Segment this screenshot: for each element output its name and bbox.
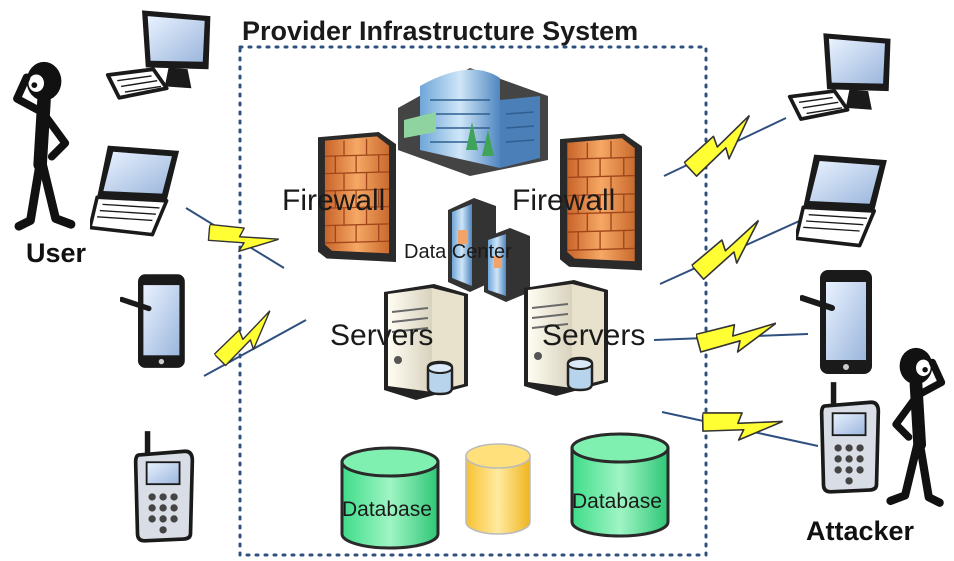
desktop-icon (787, 31, 893, 122)
database-label-left: Database (342, 498, 432, 521)
connections-right (653, 117, 819, 447)
database-icon (340, 446, 440, 550)
database-icon (570, 432, 670, 538)
lightning-icon (697, 401, 784, 451)
database-label-right: Database (572, 490, 662, 513)
lightning-icon (677, 114, 764, 180)
person-icon (17, 62, 71, 226)
laptop-icon (90, 143, 181, 237)
provider-boundary (238, 45, 708, 557)
page-title: Provider Infrastructure System (242, 16, 638, 46)
user-label: User (26, 238, 87, 268)
lightning-icon (685, 219, 773, 283)
database-icon (465, 443, 531, 535)
laptop-icon (796, 152, 889, 248)
desktop-icon (105, 8, 213, 100)
cellphone-icon (136, 431, 193, 541)
tablet-icon (122, 274, 185, 368)
lightning-icon (696, 322, 776, 353)
person-icon (890, 348, 941, 503)
servers-label-left: Servers (330, 319, 433, 352)
data-center-icon (448, 198, 530, 302)
attacker-label: Attacker (806, 516, 915, 546)
servers-label-right: Servers (542, 319, 645, 352)
tablet-icon (802, 270, 872, 374)
cellphone-icon (819, 380, 881, 494)
firewall-label-right: Firewall (512, 184, 615, 217)
lightning-icon (203, 214, 280, 264)
firewall-label-left: Firewall (282, 184, 385, 217)
data-center-label: Data Center (404, 241, 512, 263)
connections-left (185, 207, 307, 377)
building-icon (398, 68, 548, 176)
